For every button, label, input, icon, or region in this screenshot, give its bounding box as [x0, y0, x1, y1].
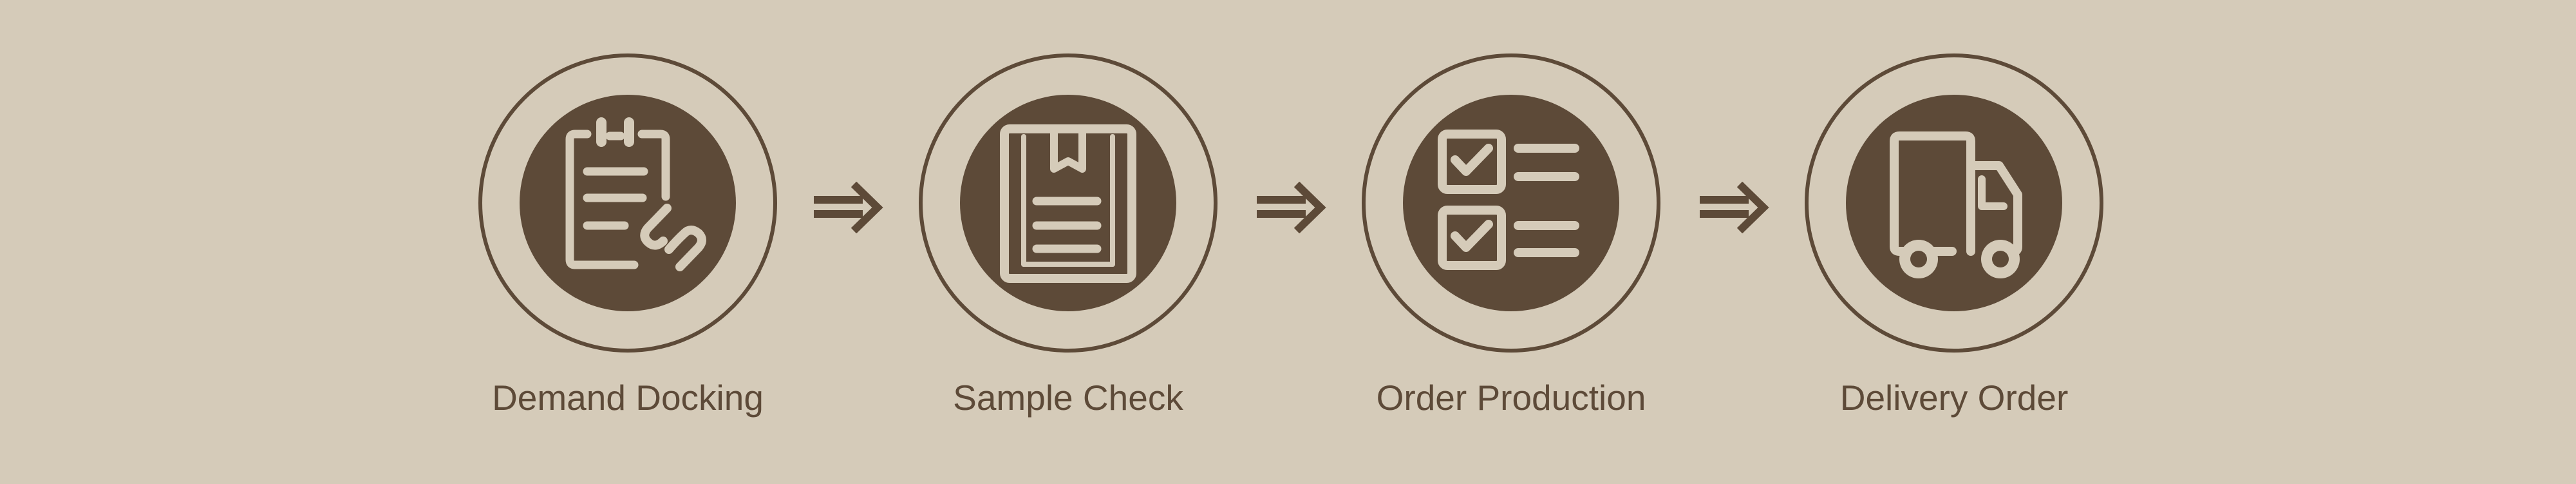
step-label: Order Production: [1376, 378, 1646, 418]
step-delivery-order: Delivery Order: [1803, 52, 2105, 438]
step-sample-check: Sample Check: [917, 52, 1219, 438]
arrow-right-icon: [1257, 182, 1326, 233]
clipboard-link-icon: [478, 53, 777, 353]
checklist-icon: [1362, 53, 1660, 353]
step-label: Sample Check: [953, 378, 1183, 418]
document-bookmark-icon: [919, 53, 1217, 353]
arrow-right-icon: [814, 182, 883, 233]
step-demand-docking: Demand Docking: [476, 52, 779, 438]
arrow-right-icon: [1700, 182, 1769, 233]
step-label: Demand Docking: [492, 378, 764, 418]
step-label: Delivery Order: [1839, 378, 2069, 418]
delivery-truck-icon: [1805, 53, 2103, 353]
step-order-production: Order Production: [1360, 52, 1662, 438]
